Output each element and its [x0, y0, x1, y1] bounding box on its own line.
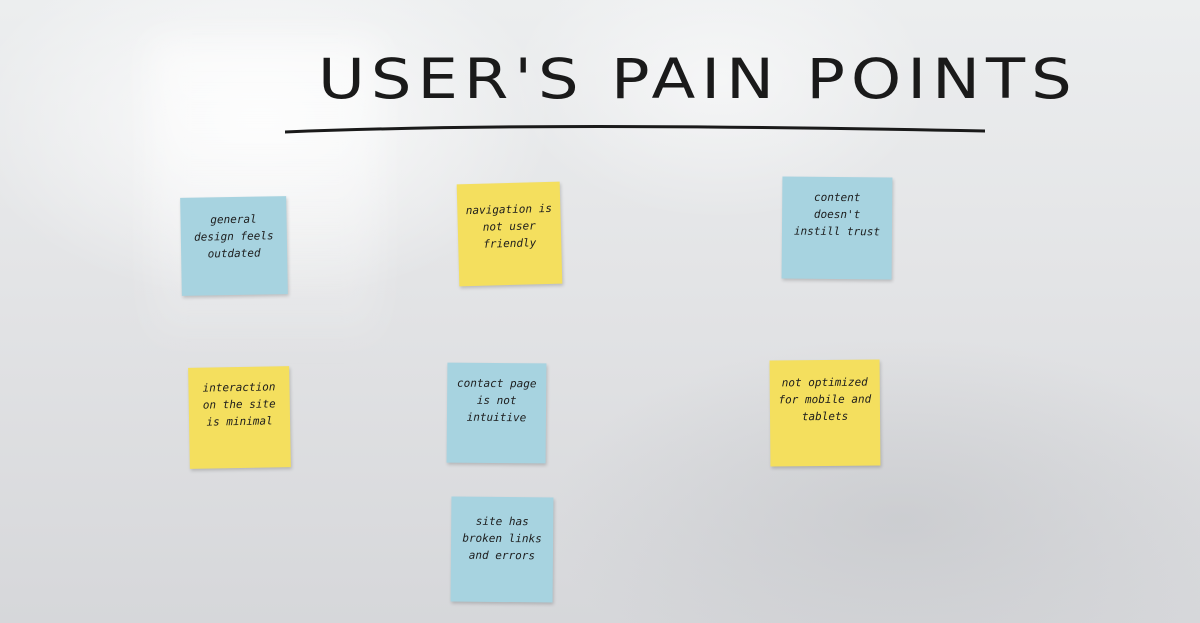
title-underline — [285, 125, 985, 134]
sticky-note-content: Content doesn't instill trust — [781, 176, 893, 280]
sticky-note-mobile: Not optimized for mobile and tablets — [769, 359, 881, 467]
sticky-note-design: General design feels outdated — [180, 196, 288, 296]
sticky-note-interaction: Interaction on the site is minimal — [188, 366, 291, 469]
board-title: USER'S PAIN POINTS — [318, 48, 1078, 112]
sticky-note-navigation: Navigation is not user friendly — [456, 181, 563, 287]
sticky-note-broken-links: Site has broken links and errors — [450, 496, 554, 603]
sticky-note-contact: Contact page is not intuitive — [446, 362, 547, 464]
